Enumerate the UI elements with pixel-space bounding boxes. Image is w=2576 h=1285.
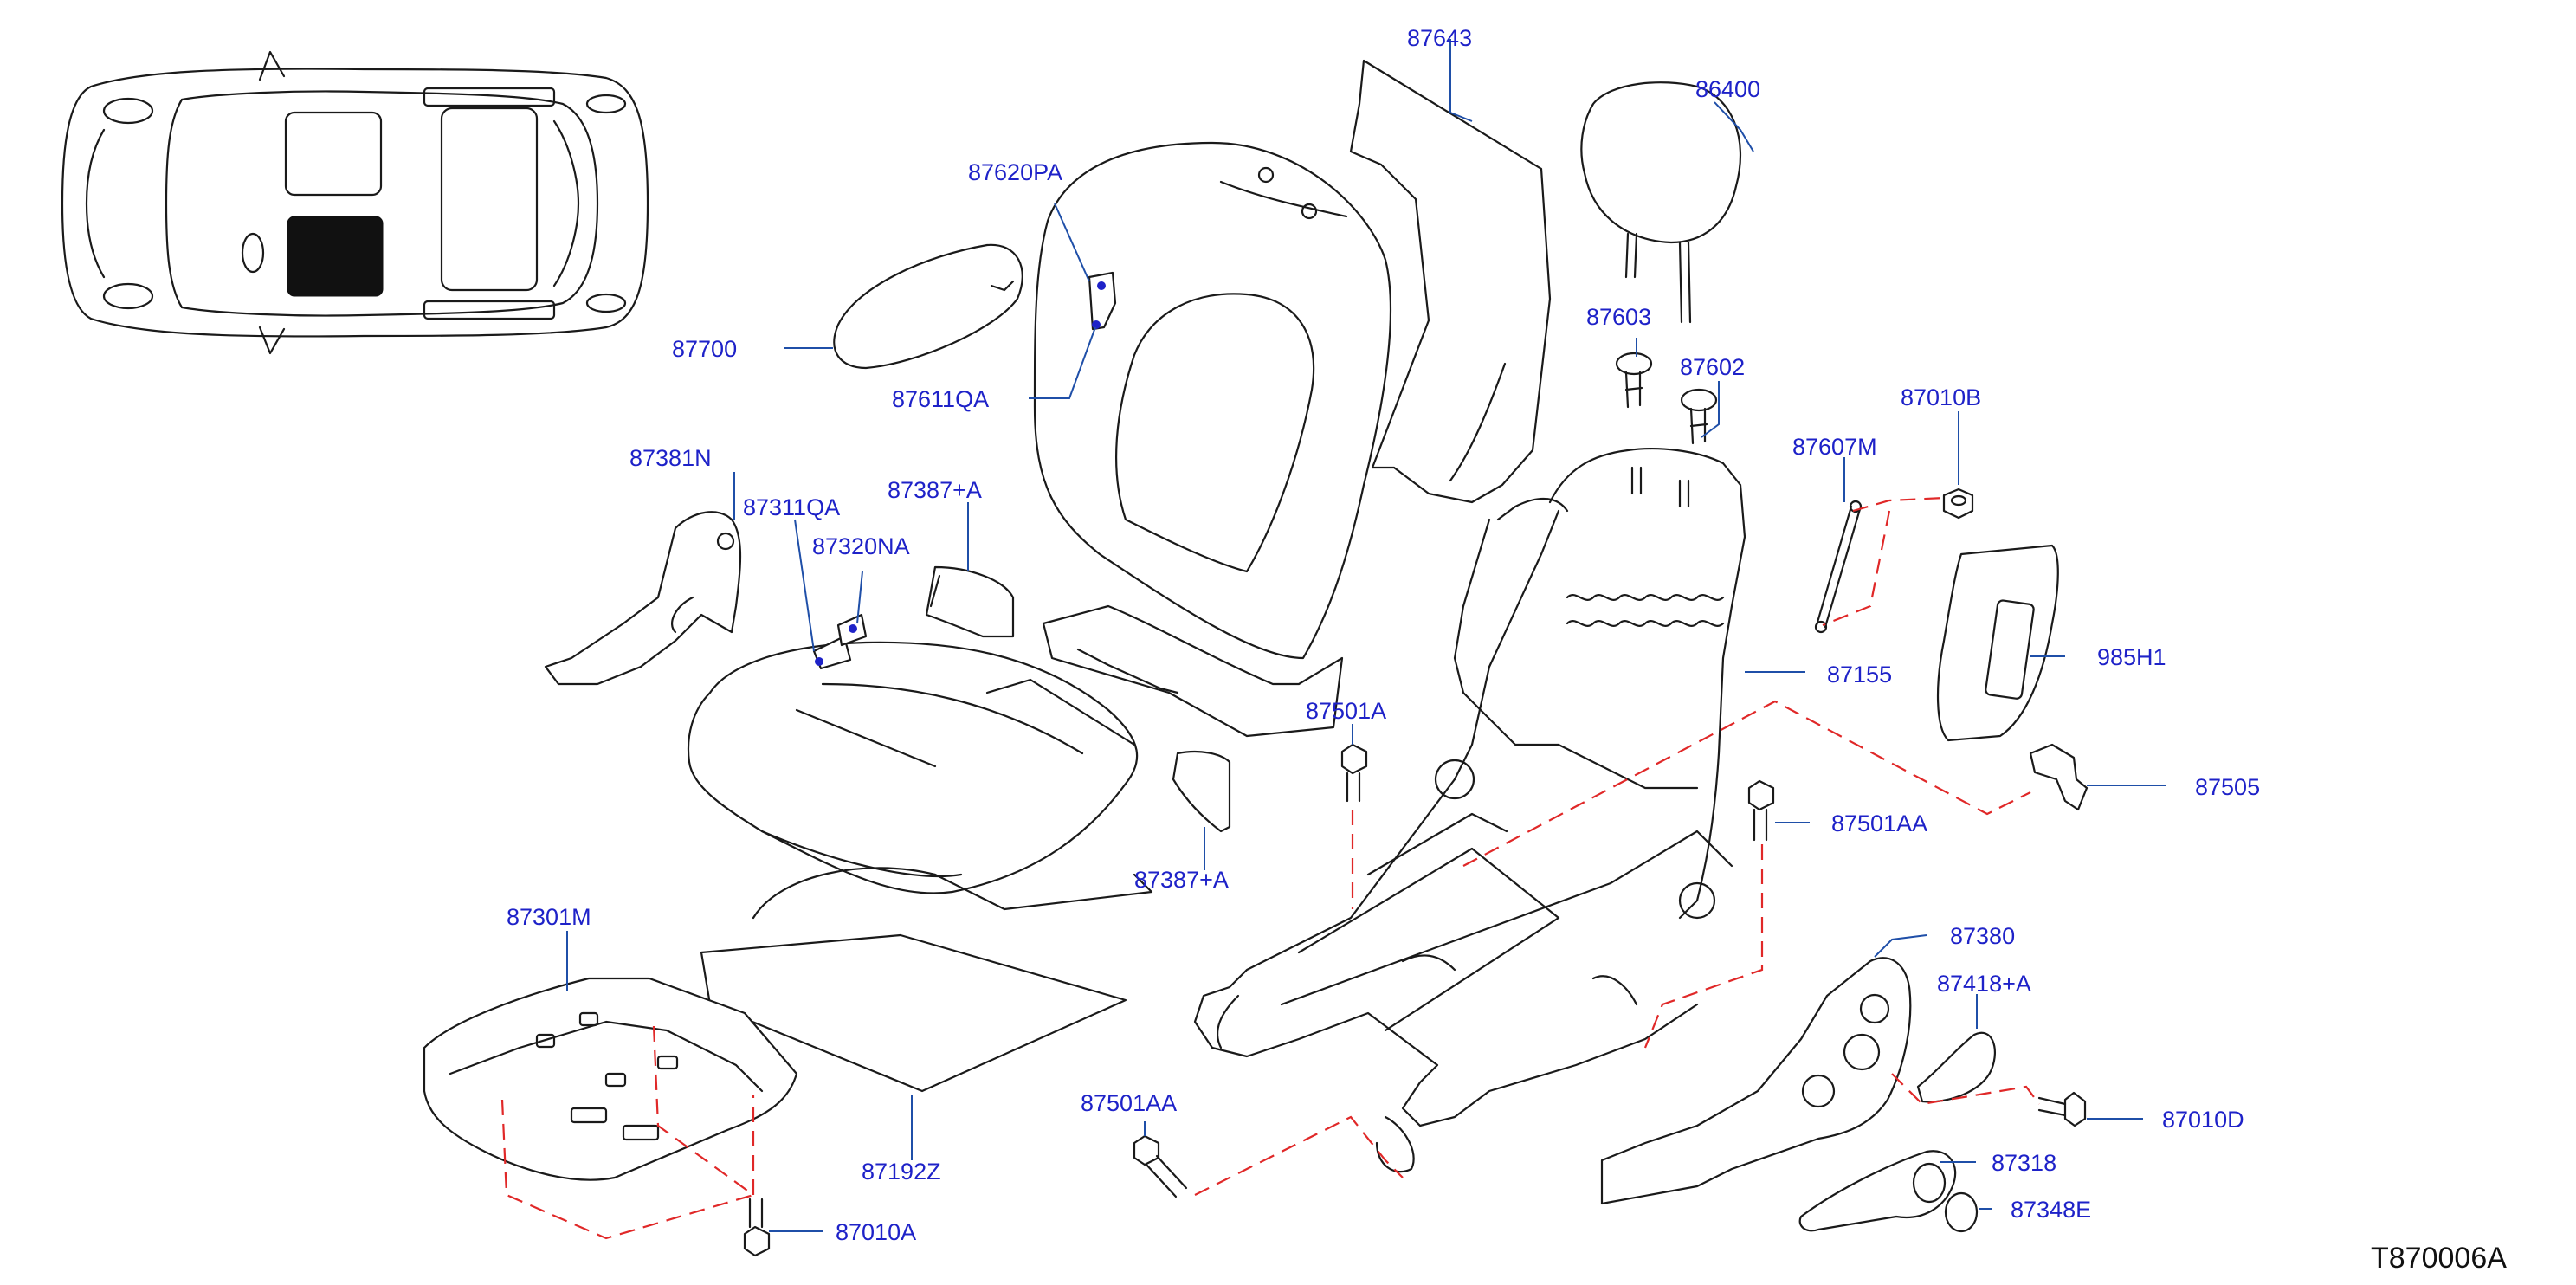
bolt-87501AA-right xyxy=(1747,779,1775,842)
callout-87501AA-bottom: 87501AA xyxy=(1081,1090,1177,1116)
armrest-87700 xyxy=(833,243,1023,370)
bolt-87501A xyxy=(1340,743,1368,803)
callout-87501AA-right: 87501AA xyxy=(1831,810,1927,836)
callout-87301M: 87301M xyxy=(507,904,591,930)
highlighted-seat-marker xyxy=(287,216,384,297)
trim-87387A-top xyxy=(925,565,1015,638)
vehicle-locator xyxy=(61,50,649,355)
callout-87387A-bottom: 87387+A xyxy=(1134,867,1229,893)
callout-87311QA: 87311QA xyxy=(743,494,840,520)
callout-87381N: 87381N xyxy=(629,445,712,471)
callout-87602: 87602 xyxy=(1680,354,1745,380)
callout-87607M: 87607M xyxy=(1792,434,1877,460)
callout-87318: 87318 xyxy=(1992,1150,2056,1176)
diagram-reference-id: T870006A xyxy=(2371,1242,2507,1275)
bolt-87501AA-bottom xyxy=(1133,1134,1188,1198)
assembly-dashed-lines xyxy=(500,496,2040,1240)
callout-87643: 87643 xyxy=(1407,25,1472,51)
callout-87611QA: 87611QA xyxy=(892,386,989,412)
leader-lines xyxy=(566,39,2166,1232)
clip-87505 xyxy=(2029,743,2089,811)
callout-87418A: 87418+A xyxy=(1937,971,2031,997)
callout-87387A-top: 87387+A xyxy=(888,477,982,503)
bracket-87620PA xyxy=(1088,271,1117,331)
callout-87192Z: 87192Z xyxy=(862,1159,941,1185)
callout-labels: 87643 86400 87620PA 87700 87611QA 87603 … xyxy=(507,25,2260,1245)
seat-cushion xyxy=(687,641,1153,920)
callout-87603: 87603 xyxy=(1586,304,1651,330)
callout-87501A: 87501A xyxy=(1306,698,1386,724)
callout-985H1: 985H1 xyxy=(2097,644,2166,670)
seatback-cushion xyxy=(1033,141,1392,738)
callout-87620PA: 87620PA xyxy=(968,159,1062,185)
bracket-87311QA xyxy=(812,613,868,670)
callout-87380: 87380 xyxy=(1950,923,2015,949)
rod-87607M xyxy=(1814,500,1863,634)
cover-985H1 xyxy=(1936,544,2059,742)
seatback-board-87643 xyxy=(1349,59,1552,504)
cover-87381N xyxy=(544,511,742,686)
callout-87700: 87700 xyxy=(672,336,737,362)
callout-87348E: 87348E xyxy=(2011,1197,2091,1223)
bolt-87010D xyxy=(2037,1091,2087,1127)
pad-87301M xyxy=(423,977,798,1181)
callout-86400: 86400 xyxy=(1695,76,1760,102)
callout-87320NA: 87320NA xyxy=(812,533,910,559)
cap-87348E xyxy=(1944,1191,1979,1233)
seat-pan-87192Z xyxy=(700,933,1127,1093)
callout-87010D: 87010D xyxy=(2162,1107,2244,1133)
bolt-87010A xyxy=(743,1198,771,1257)
knob-87418A xyxy=(1916,1031,1996,1103)
clip-87602 xyxy=(1680,388,1718,445)
headrest-86400 xyxy=(1580,81,1742,324)
callout-87155: 87155 xyxy=(1827,662,1892,688)
callout-87010B: 87010B xyxy=(1901,384,1981,410)
nut-87010B xyxy=(1942,488,1974,520)
clip-87603 xyxy=(1615,352,1653,409)
seat-frame-87155 xyxy=(1193,448,1746,1173)
lever-87318 xyxy=(1798,1150,1957,1232)
side-cover-87380 xyxy=(1600,957,1912,1205)
callout-87010A: 87010A xyxy=(836,1219,916,1245)
trim-87387A-bottom xyxy=(1172,750,1231,833)
callout-87505: 87505 xyxy=(2195,774,2260,800)
